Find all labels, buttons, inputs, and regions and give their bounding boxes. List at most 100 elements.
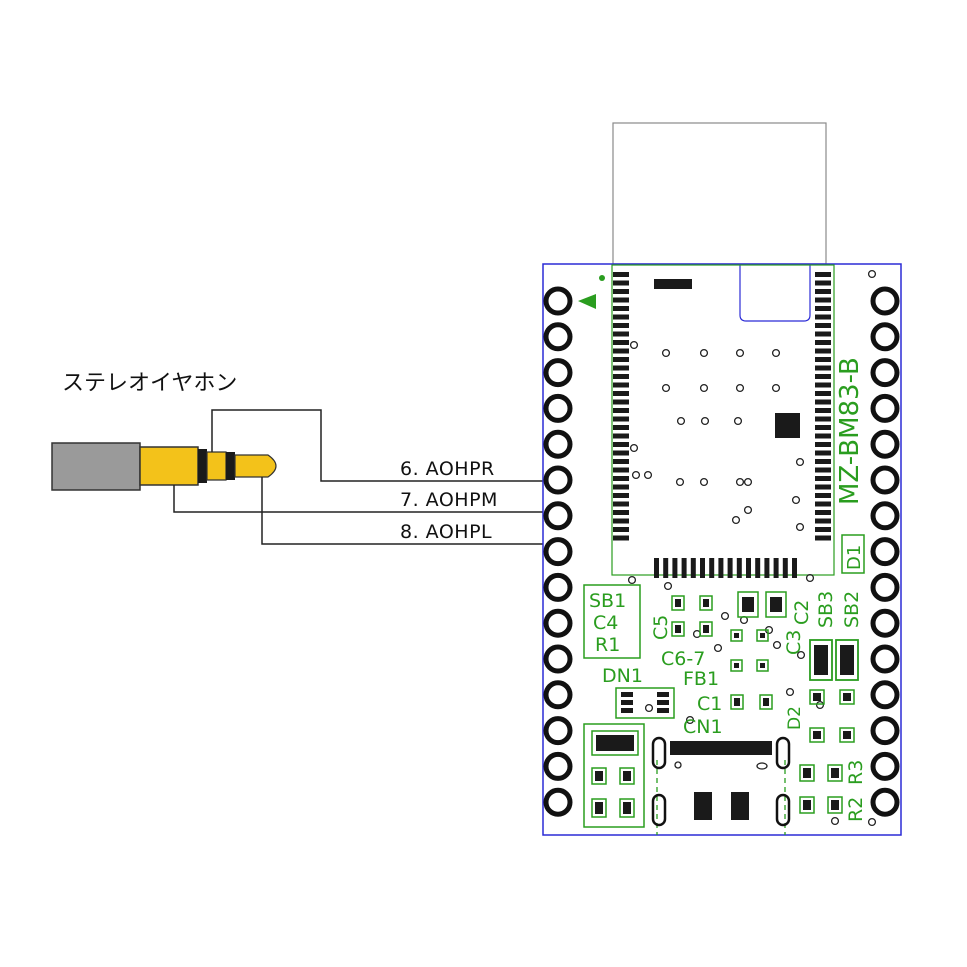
plug-insulator-2: [226, 452, 235, 480]
module-pad-left: [613, 348, 629, 354]
via: [743, 505, 753, 515]
header-pin-right: [870, 465, 900, 495]
module-pad-left: [613, 535, 629, 541]
label-d1: D1: [844, 545, 865, 570]
via: [771, 348, 781, 358]
via: [735, 477, 745, 487]
via: [805, 573, 815, 583]
label-c4: C4: [593, 612, 618, 634]
module-pad-left: [613, 357, 629, 362]
via: [685, 715, 695, 725]
via: [867, 817, 877, 827]
via: [720, 611, 730, 621]
via: [743, 477, 753, 487]
header-pin-left: [543, 465, 573, 495]
module-pads-bottom: [654, 558, 797, 578]
module-pad-left: [613, 314, 629, 320]
module-pad-bottom: [773, 558, 779, 578]
header-pin-left: [543, 537, 573, 567]
module-pad-right: [815, 527, 831, 532]
via: [830, 816, 840, 826]
via: [663, 581, 673, 591]
module-pad-right: [815, 331, 831, 337]
pin1-marker: [578, 294, 596, 309]
via: [699, 348, 709, 358]
via: [629, 340, 639, 350]
sb1-c4-r1-frame: [583, 584, 641, 659]
module-pad-left: [613, 289, 629, 294]
via: [735, 383, 745, 393]
module-pad-bottom: [709, 558, 715, 578]
wire-aohpr: [211, 409, 543, 482]
module-pad-bottom: [782, 558, 788, 578]
module-pad-right: [815, 408, 831, 413]
via: [675, 477, 685, 487]
header-pin-left: [543, 572, 573, 602]
header-pin-right: [870, 787, 900, 817]
module-pads-left: [613, 272, 629, 541]
via: [699, 477, 709, 487]
module-pad-left: [613, 493, 629, 498]
label-sb3: SB3: [815, 591, 837, 628]
module-pad-right: [815, 391, 831, 396]
module-pad-left: [613, 408, 629, 413]
header-pins-left: [543, 286, 573, 817]
label-r2: R2: [845, 797, 867, 822]
label-c2: C2: [791, 600, 813, 625]
module-pad-right: [815, 314, 831, 320]
plug-wires: [173, 409, 543, 545]
header-pin-left: [543, 751, 573, 781]
header-pin-right: [870, 537, 900, 567]
module-pad-right: [815, 306, 831, 311]
module-pad-left: [613, 442, 629, 447]
via: [644, 703, 654, 713]
header-pin-left: [543, 393, 573, 423]
via: [661, 348, 671, 358]
label-fb1: FB1: [683, 668, 719, 690]
module-pad-right: [815, 348, 831, 354]
d1-frame: [841, 534, 865, 574]
module-pad-bottom: [690, 558, 696, 578]
header-pin-left: [543, 429, 573, 459]
board-notch: [739, 264, 811, 322]
module-pad-left: [613, 382, 629, 388]
module-pad-right: [815, 433, 831, 439]
module-pad-bottom: [736, 558, 742, 578]
module-pad-right: [815, 382, 831, 388]
module-pad-left: [613, 450, 629, 456]
module-pad-left: [613, 467, 629, 473]
signal-label-aohpr: 6. AOHPR: [400, 458, 495, 480]
header-pin-left: [543, 608, 573, 638]
via: [772, 640, 782, 650]
plug-insulator-1: [198, 449, 207, 483]
via: [699, 383, 709, 393]
usb-pin-row: [670, 741, 772, 755]
via: [791, 495, 801, 505]
module-pad-left: [613, 476, 629, 481]
via: [661, 383, 671, 393]
module-pad-right: [815, 510, 831, 515]
module-pad-right: [815, 323, 831, 328]
label-dn1: DN1: [602, 665, 643, 687]
pin1-dot: [599, 275, 605, 281]
smd-footprints: [583, 591, 859, 828]
module-pad-right: [815, 476, 831, 481]
via: [731, 515, 741, 525]
header-pin-right: [870, 608, 900, 638]
module-pad-bottom: [746, 558, 751, 578]
module-pad-right: [815, 425, 831, 430]
header-pin-right: [870, 429, 900, 459]
signal-label-aohpl: 8. AOHPL: [400, 521, 492, 543]
signal-label-aohpm: 7. AOHPM: [400, 489, 498, 511]
module-pads-right: [815, 272, 831, 541]
header-pin-right: [870, 572, 900, 602]
via: [867, 269, 877, 279]
module-pad-right: [815, 442, 831, 447]
module-pad-bottom: [792, 558, 797, 578]
module-pad-bottom: [727, 558, 733, 578]
module-pad-bottom: [681, 558, 687, 578]
via: [796, 650, 806, 660]
header-pin-left: [543, 644, 573, 674]
header-pin-left: [543, 286, 573, 316]
